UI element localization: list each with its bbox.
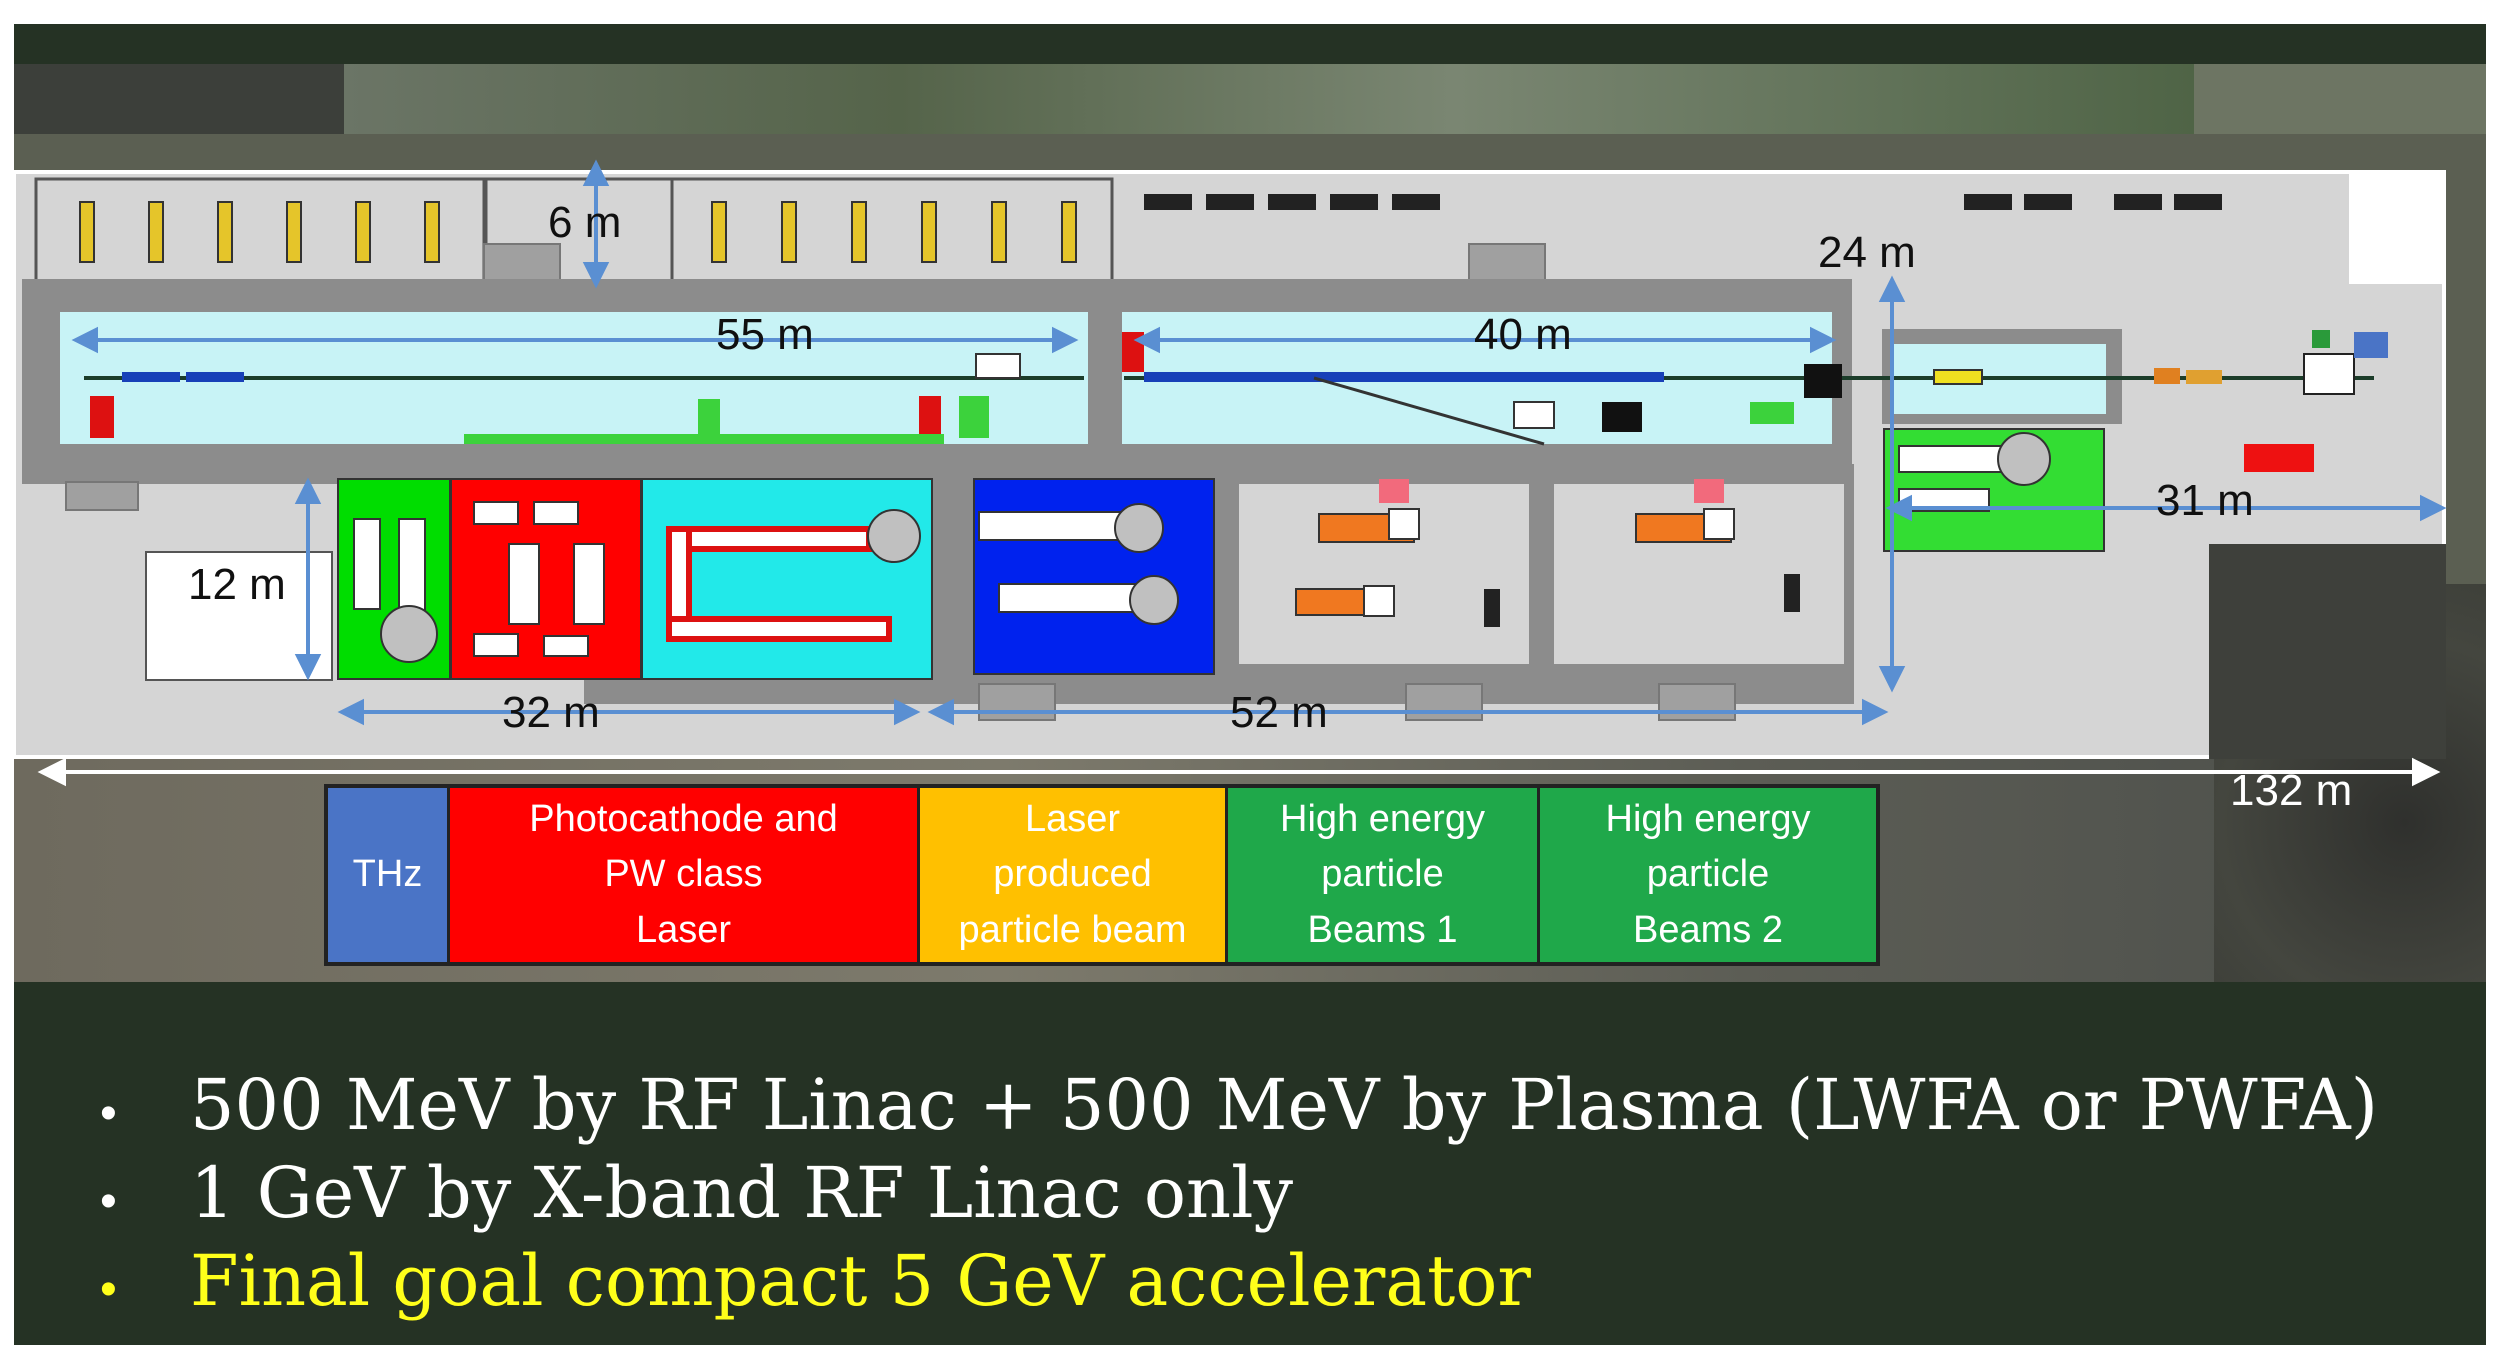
facility-plan (14, 159, 2447, 787)
slide: 6 m 55 m 40 m 24 m 12 m 31 m 32 m 52 m 1… (14, 24, 2486, 1345)
dimension-left-building-height: 12 m (188, 560, 286, 609)
shaft-cap (978, 683, 1056, 721)
bullet-item: • 1 GeV by X-band RF Linac only (100, 1152, 2460, 1234)
high-energy-room-1 (1239, 484, 1529, 664)
dimension-arrows (71, 159, 2447, 726)
shaft-cap (65, 481, 139, 511)
bullet-text: 500 MeV by RF Linac + 500 MeV by Plasma … (190, 1064, 2379, 1146)
vegetation-strip-right (2194, 64, 2486, 134)
dimension-tunnel-left: 55 m (716, 310, 814, 359)
legend-thz: THz (328, 788, 450, 962)
dimension-total-length: 132 m (2230, 766, 2353, 815)
power-racks (1144, 194, 2222, 210)
laser-tables (473, 501, 605, 657)
total-length-arrow (37, 757, 2441, 787)
vegetation-strip (344, 64, 2194, 134)
legend-high-energy-1: High energy particle Beams 1 (1228, 788, 1540, 962)
dimension-bottom-middle: 52 m (1230, 688, 1328, 737)
corner-photo (2209, 544, 2446, 759)
shaft-cap (1468, 243, 1546, 283)
bullet-list: • 500 MeV by RF Linac + 500 MeV by Plasm… (100, 1064, 2460, 1328)
bullet-item-highlight: • Final goal compact 5 GeV accelerator (100, 1240, 2460, 1322)
shaft-cap (1658, 683, 1736, 721)
bullet-item: • 500 MeV by RF Linac + 500 MeV by Plasm… (100, 1064, 2460, 1146)
building-roof (14, 64, 344, 134)
beamline (84, 330, 2388, 472)
high-energy-room-2 (1554, 484, 1844, 664)
dimension-right-height: 24 m (1818, 228, 1916, 277)
bullet-marker: • (100, 1175, 117, 1228)
beam-dumps (1295, 479, 1800, 627)
white-block (2349, 174, 2444, 284)
bullet-text: Final goal compact 5 GeV accelerator (190, 1240, 1531, 1322)
room-legend: THz Photocathode and PW class Laser Lase… (324, 784, 1880, 966)
legend-photocathode: Photocathode and PW class Laser (450, 788, 920, 962)
dimension-right-length: 31 m (2156, 476, 2254, 525)
shaft-cap (1405, 683, 1483, 721)
shaft-cap (483, 243, 561, 283)
dimension-tunnel-right: 40 m (1474, 310, 1572, 359)
rf-cabinets (79, 201, 1077, 263)
legend-high-energy-2: High energy particle Beams 2 (1540, 788, 1876, 962)
bullet-marker: • (100, 1263, 117, 1316)
dimension-bottom-left: 32 m (502, 688, 600, 737)
bullet-marker: • (100, 1087, 117, 1140)
particle-beam-room (973, 478, 1215, 675)
bullet-text: 1 GeV by X-band RF Linac only (190, 1152, 1294, 1234)
dimension-shaft-height: 6 m (548, 198, 622, 247)
legend-laser-particle: Laser produced particle beam (920, 788, 1228, 962)
